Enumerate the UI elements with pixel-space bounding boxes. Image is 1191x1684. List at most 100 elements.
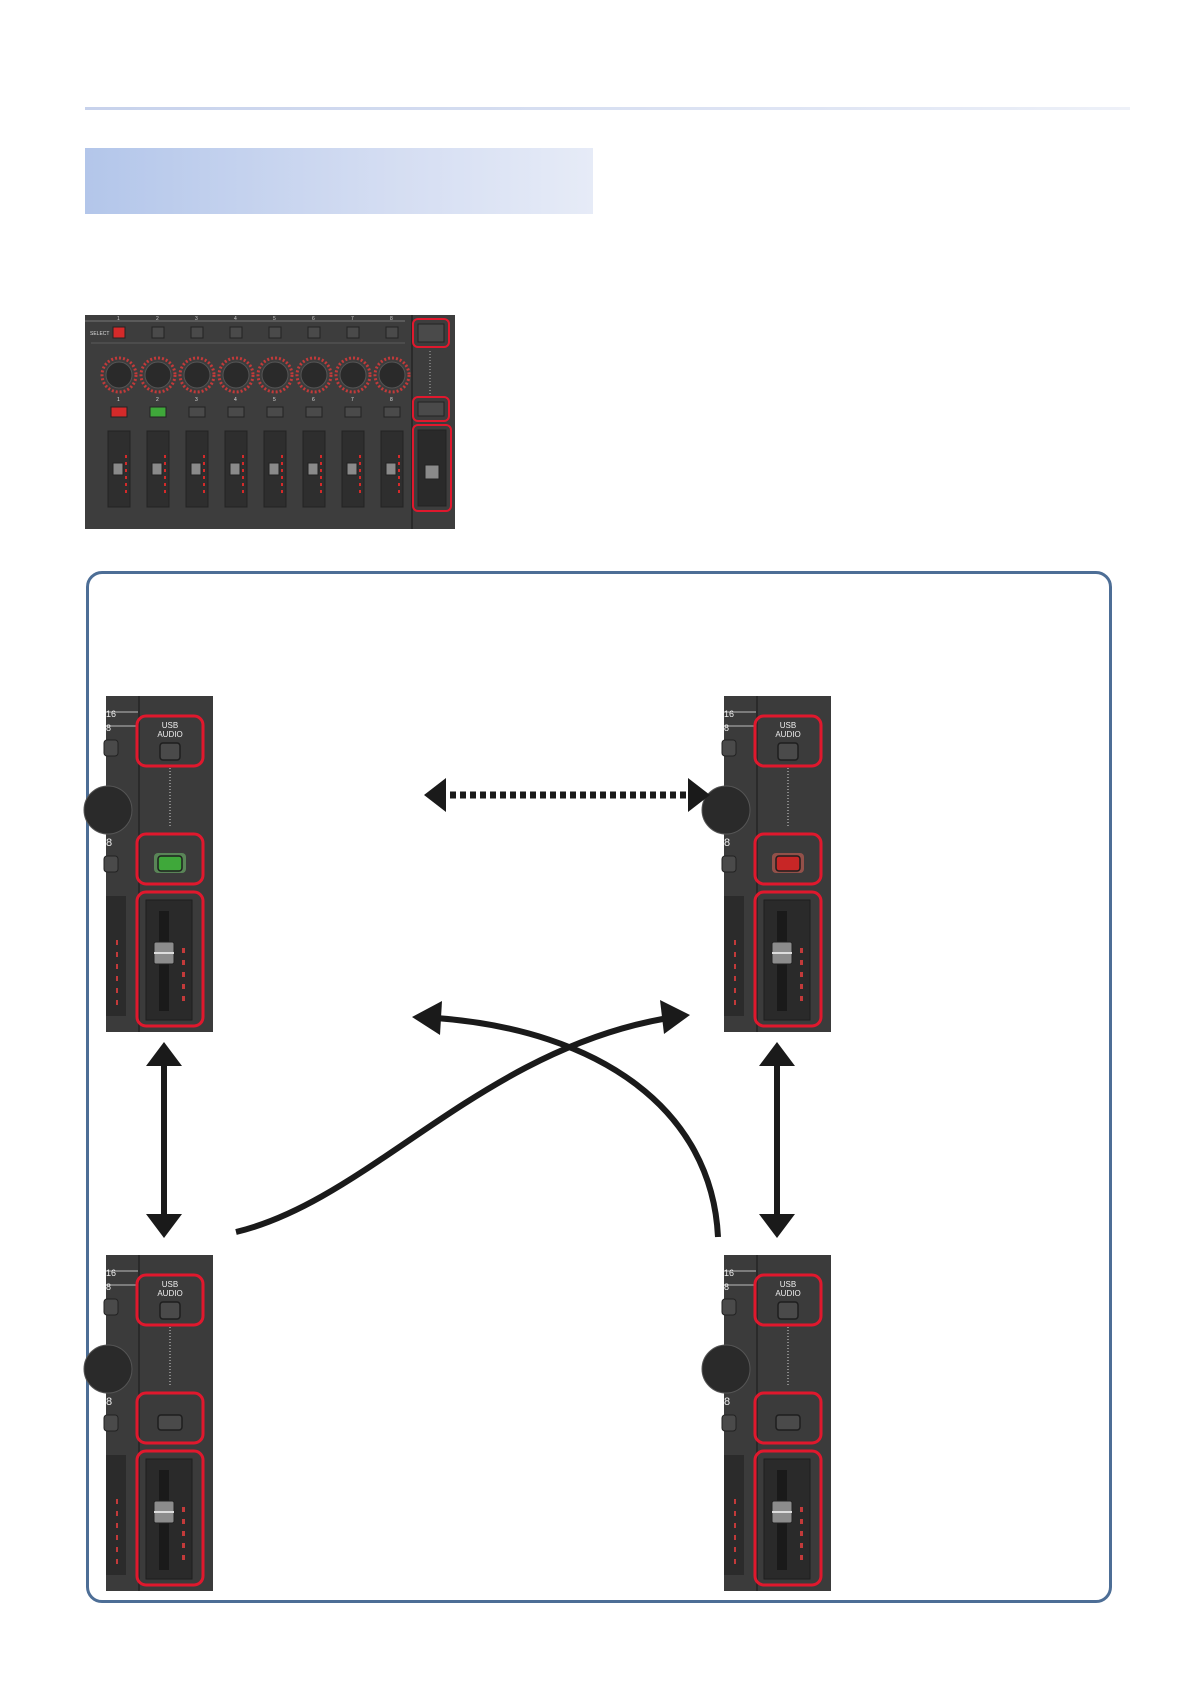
level-led — [182, 960, 185, 965]
mute-button-off[interactable] — [158, 1415, 182, 1430]
level-led — [182, 948, 185, 953]
level-led — [800, 972, 803, 977]
neighbour-level-led — [734, 988, 736, 993]
fader-knob-line — [772, 1511, 792, 1513]
curve-head-top-left — [412, 1001, 442, 1035]
edge-label-8: 8 — [724, 1282, 729, 1292]
edge-label-16: 16 — [106, 1268, 116, 1278]
neighbour-level-led — [116, 940, 118, 945]
neighbour-level-led — [116, 976, 118, 981]
right-arrow-head-down — [759, 1214, 795, 1238]
mute-button-off[interactable] — [776, 1415, 800, 1430]
usb-label-line1: USB — [780, 1280, 796, 1289]
neighbour-level-led — [116, 1523, 118, 1528]
level-led — [800, 1519, 803, 1524]
level-led — [182, 1507, 185, 1512]
edge-label-8: 8 — [106, 723, 111, 733]
neighbour-mute — [722, 856, 736, 872]
neighbour-level-led — [734, 976, 736, 981]
mute-button-red[interactable] — [776, 856, 800, 871]
neighbour-mute — [104, 856, 118, 872]
fader-knob-line — [154, 1511, 174, 1513]
neighbour-level-led — [734, 1523, 736, 1528]
neighbour-knob — [702, 1345, 750, 1393]
usb-audio-button[interactable] — [160, 1302, 180, 1319]
usb-audio-button[interactable] — [160, 743, 180, 760]
level-led — [800, 996, 803, 1001]
usb-strip-bottom-right: 16 8 8 USBAUDIO — [702, 1255, 831, 1591]
neighbour-level-led — [116, 988, 118, 993]
level-led — [182, 1519, 185, 1524]
level-led — [182, 1543, 185, 1548]
neighbour-level-led — [734, 1499, 736, 1504]
neighbour-button — [104, 740, 118, 756]
edge-label-8: 8 — [106, 1282, 111, 1292]
usb-label-line1: USB — [162, 721, 178, 730]
usb-label-line1: USB — [162, 1280, 178, 1289]
neighbour-level-led — [116, 1499, 118, 1504]
usb-label-line1: USB — [780, 721, 796, 730]
level-led — [182, 996, 185, 1001]
curve-bottom-left-to-top-right — [236, 1018, 668, 1232]
neighbour-level-led — [734, 1535, 736, 1540]
neighbour-level-led — [116, 1535, 118, 1540]
edge-label-16: 16 — [106, 709, 116, 719]
dotted-arrow-head-left — [424, 778, 446, 812]
neighbour-level-led — [734, 1511, 736, 1516]
level-led — [182, 972, 185, 977]
level-led — [800, 984, 803, 989]
level-led — [182, 1555, 185, 1560]
usb-label-line2: AUDIO — [157, 1289, 182, 1298]
neighbour-level-led — [116, 952, 118, 957]
edge-label-16: 16 — [724, 1268, 734, 1278]
curve-head-top-right — [660, 1000, 690, 1034]
level-led — [182, 984, 185, 989]
usb-label-line2: AUDIO — [157, 730, 182, 739]
level-led — [182, 1531, 185, 1536]
neighbour-level-led — [116, 964, 118, 969]
left-arrow-head-up — [146, 1042, 182, 1066]
neighbour-knob — [84, 786, 132, 834]
neighbour-mute — [104, 1415, 118, 1431]
neighbour-level-led — [116, 1559, 118, 1564]
neighbour-level-led — [734, 952, 736, 957]
neighbour-level-led — [116, 1000, 118, 1005]
edge-label-8: 8 — [724, 723, 729, 733]
neighbour-level-led — [116, 1511, 118, 1516]
neighbour-level-led — [116, 1547, 118, 1552]
level-led — [800, 1543, 803, 1548]
usb-label-line2: AUDIO — [775, 1289, 800, 1298]
level-led — [800, 960, 803, 965]
neighbour-button — [104, 1299, 118, 1315]
neighbour-level-led — [734, 1559, 736, 1564]
usb-label-line2: AUDIO — [775, 730, 800, 739]
edge-label-lower: 8 — [724, 1396, 730, 1408]
level-led — [800, 1531, 803, 1536]
usb-strip-top-left: 16 8 8 USBAUDIO — [84, 696, 213, 1032]
mute-button-green[interactable] — [158, 856, 182, 871]
right-arrow-head-up — [759, 1042, 795, 1066]
neighbour-level-led — [734, 1000, 736, 1005]
edge-label-16: 16 — [724, 709, 734, 719]
neighbour-button — [722, 1299, 736, 1315]
level-led — [800, 948, 803, 953]
usb-strip-bottom-left: 1688USBAUDIO — [84, 1255, 213, 1591]
neighbour-level-led — [734, 940, 736, 945]
fader-knob-line — [772, 952, 792, 954]
level-led — [800, 1555, 803, 1560]
neighbour-level-led — [734, 964, 736, 969]
edge-label-lower: 8 — [106, 837, 112, 849]
left-arrow-head-down — [146, 1214, 182, 1238]
curve-bottom-right-to-top-left — [436, 1018, 718, 1237]
neighbour-level-led — [734, 1547, 736, 1552]
edge-label-lower: 8 — [724, 837, 730, 849]
fader-knob-line — [154, 952, 174, 954]
level-led — [800, 1507, 803, 1512]
neighbour-button — [722, 740, 736, 756]
usb-audio-button[interactable] — [778, 1302, 798, 1319]
usb-audio-button[interactable] — [778, 743, 798, 760]
neighbour-knob — [702, 786, 750, 834]
neighbour-mute — [722, 1415, 736, 1431]
